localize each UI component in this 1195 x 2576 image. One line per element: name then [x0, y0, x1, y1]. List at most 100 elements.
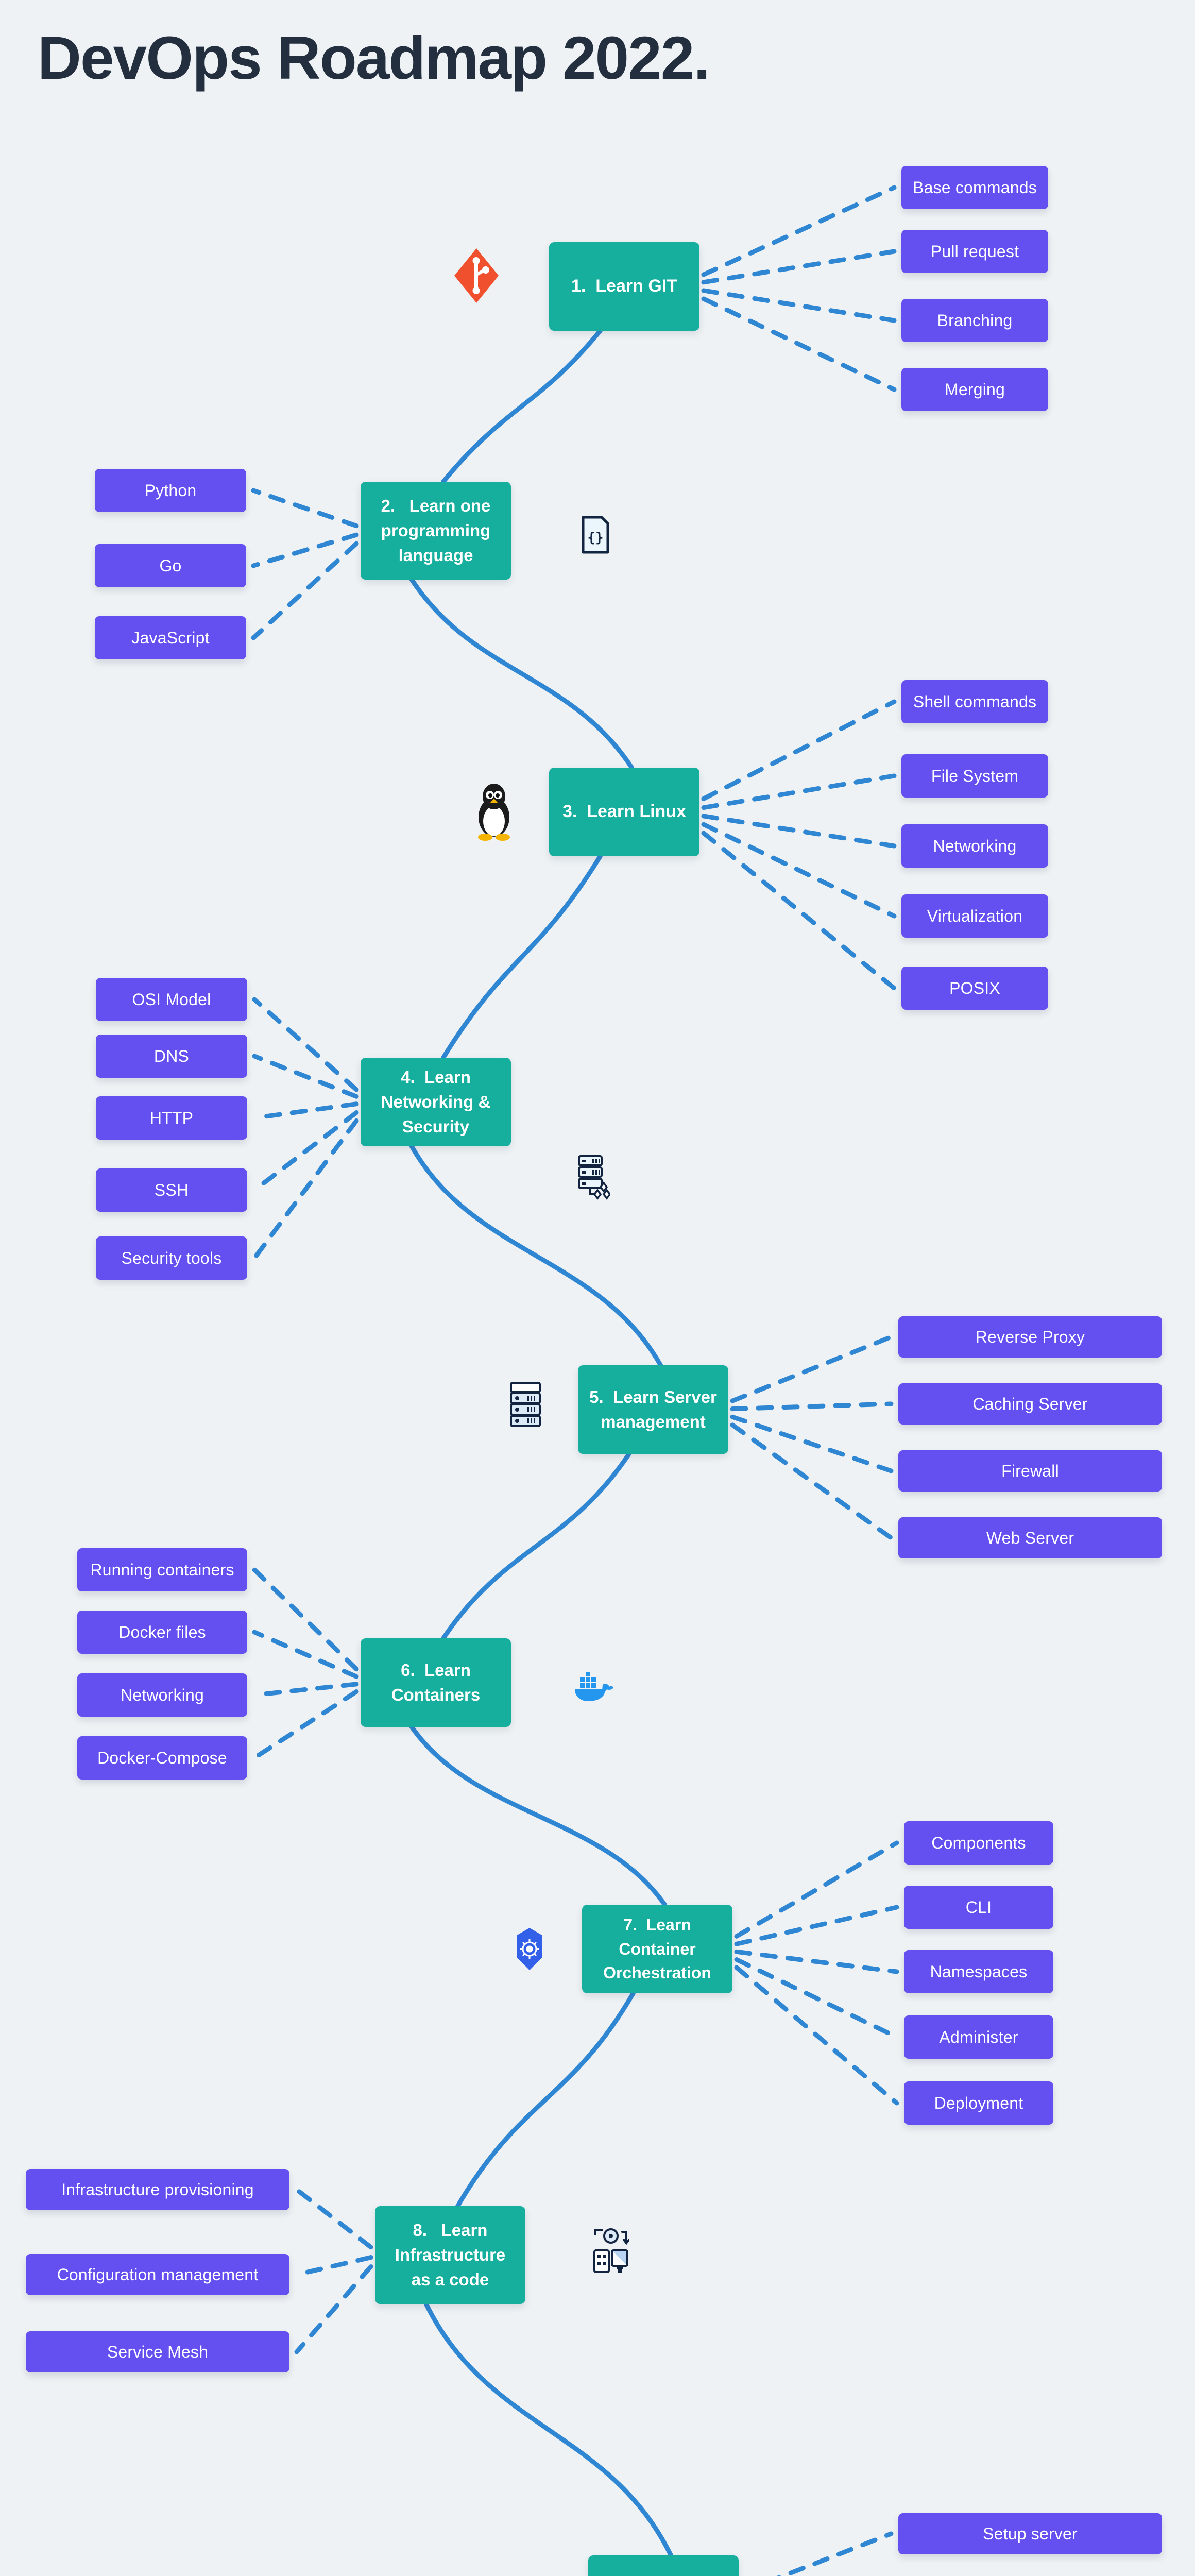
page-title: DevOps Roadmap 2022.	[37, 24, 710, 92]
leaf-label: HTTP	[149, 1108, 194, 1127]
leaf-label: Setup server	[983, 2524, 1078, 2543]
leaf-label: Administer	[939, 2027, 1018, 2046]
leaf-3-3[interactable]: Virtualization	[901, 894, 1048, 938]
leaf-3-0[interactable]: Shell commands	[901, 680, 1048, 723]
leaf-7-3[interactable]: Administer	[904, 2015, 1053, 2059]
step-node-8[interactable]: 8. Learn Infrastructure as a code	[375, 2206, 525, 2304]
leaf-label: Pull request	[930, 242, 1019, 261]
infrastructure-code-icon	[592, 2226, 630, 2278]
leaf-5-2[interactable]: Firewall	[898, 1450, 1162, 1492]
step-label: Learn Server management	[601, 1387, 717, 1431]
leaf-4-3[interactable]: SSH	[96, 1168, 247, 1212]
leaf-3-1[interactable]: File System	[901, 754, 1048, 798]
leaf-label: Infrastructure provisioning	[61, 2180, 254, 2199]
leaf-7-0[interactable]: Components	[904, 1821, 1053, 1865]
leaf-9-0[interactable]: Setup server	[898, 2513, 1162, 2554]
leaf-4-4[interactable]: Security tools	[96, 1236, 247, 1280]
docker-whale-icon	[573, 1669, 614, 1705]
leaf-label: OSI Model	[132, 990, 211, 1009]
server-network-icon	[577, 1154, 611, 1203]
leaf-7-4[interactable]: Deployment	[904, 2081, 1053, 2125]
leaf-4-0[interactable]: OSI Model	[96, 978, 247, 1021]
server-rack-icon	[509, 1381, 543, 1433]
leaf-label: Components	[931, 1833, 1026, 1852]
leaf-label: SSH	[154, 1180, 189, 1199]
step-label: Learn Networking & Security	[381, 1067, 491, 1136]
leaf-label: JavaScript	[131, 628, 210, 647]
step-label: Learn Linux	[587, 802, 686, 822]
step-number: 4.	[401, 1067, 415, 1087]
leaf-label: Networking	[933, 836, 1017, 855]
leaf-1-1[interactable]: Pull request	[901, 230, 1048, 273]
leaf-label: Python	[144, 481, 197, 500]
leaf-label: DNS	[153, 1046, 190, 1065]
leaf-7-2[interactable]: Namespaces	[904, 1950, 1053, 1993]
leaf-label: Namespaces	[930, 1962, 1028, 1981]
leaf-4-2[interactable]: HTTP	[96, 1096, 247, 1140]
leaf-4-1[interactable]: DNS	[96, 1035, 247, 1078]
leaf-label: Service Mesh	[107, 2342, 209, 2361]
step-node-4[interactable]: 4. Learn Networking & Security	[361, 1058, 511, 1146]
leaf-label: Deployment	[934, 2093, 1023, 2112]
step-label: Learn Infrastructure as a code	[395, 2221, 506, 2289]
step-number: 6.	[401, 1660, 415, 1680]
leaf-5-3[interactable]: Web Server	[898, 1517, 1162, 1558]
leaf-label: Caching Server	[972, 1394, 1088, 1413]
code-braces-icon: {}	[581, 515, 610, 557]
step-node-5[interactable]: 5. Learn Server management	[578, 1365, 728, 1454]
leaf-label: Shell commands	[913, 692, 1037, 711]
step-label: Learn GIT	[595, 276, 677, 296]
step-label: Learn Container Orchestration	[603, 1916, 711, 1982]
svg-text:{}: {}	[587, 530, 603, 546]
leaf-7-1[interactable]: CLI	[904, 1886, 1053, 1929]
leaf-5-1[interactable]: Caching Server	[898, 1383, 1162, 1425]
kubernetes-helm-icon	[515, 1927, 544, 1974]
leaf-label: Reverse Proxy	[975, 1327, 1085, 1346]
step-number: 7.	[623, 1916, 637, 1935]
leaf-label: Docker files	[118, 1622, 206, 1641]
leaf-label: Virtualization	[927, 906, 1023, 925]
leaf-label: Firewall	[1001, 1461, 1059, 1480]
step-node-9[interactable]: 9. Learn CI/CD	[588, 2555, 739, 2576]
leaf-2-0[interactable]: Python	[95, 469, 246, 512]
step-node-1[interactable]: 1. Learn GIT	[549, 242, 699, 331]
leaf-8-0[interactable]: Infrastructure provisioning	[26, 2169, 289, 2210]
leaf-2-2[interactable]: JavaScript	[95, 616, 246, 659]
step-number: 8.	[413, 2221, 428, 2240]
leaf-label: Configuration management	[57, 2265, 259, 2284]
step-node-2[interactable]: 2. Learn one programming language	[361, 482, 511, 580]
leaf-label: Branching	[937, 311, 1013, 330]
step-node-6[interactable]: 6. Learn Containers	[361, 1638, 511, 1727]
leaf-6-0[interactable]: Running containers	[77, 1548, 247, 1591]
step-number: 2.	[381, 496, 396, 516]
leaf-8-2[interactable]: Service Mesh	[26, 2331, 289, 2372]
leaf-1-2[interactable]: Branching	[901, 299, 1048, 342]
leaf-label: Merging	[944, 380, 1005, 399]
leaf-label: Base commands	[913, 178, 1037, 197]
leaf-label: Security tools	[121, 1248, 222, 1267]
leaf-8-1[interactable]: Configuration management	[26, 2254, 289, 2295]
step-node-3[interactable]: 3. Learn Linux	[549, 768, 699, 856]
leaf-label: Go	[159, 556, 182, 575]
leaf-6-2[interactable]: Networking	[77, 1673, 247, 1717]
leaf-label: POSIX	[949, 978, 1000, 997]
leaf-label: File System	[931, 766, 1019, 785]
leaf-3-2[interactable]: Networking	[901, 824, 1048, 868]
leaf-label: Web Server	[986, 1528, 1074, 1547]
leaf-6-3[interactable]: Docker-Compose	[77, 1736, 247, 1780]
step-number: 3.	[562, 802, 577, 822]
step-label: Learn Containers	[391, 1660, 481, 1704]
leaf-label: Running containers	[90, 1560, 234, 1579]
leaf-1-3[interactable]: Merging	[901, 368, 1048, 411]
git-icon	[453, 247, 500, 307]
leaf-2-1[interactable]: Go	[95, 544, 246, 587]
leaf-label: Networking	[120, 1685, 204, 1704]
leaf-3-4[interactable]: POSIX	[901, 967, 1048, 1010]
leaf-label: CLI	[965, 1897, 992, 1917]
leaf-6-1[interactable]: Docker files	[77, 1611, 247, 1654]
step-number: 1.	[571, 276, 586, 296]
leaf-1-0[interactable]: Base commands	[901, 166, 1048, 209]
step-node-7[interactable]: 7. Learn Container Orchestration	[582, 1905, 732, 1993]
leaf-5-0[interactable]: Reverse Proxy	[898, 1316, 1162, 1358]
